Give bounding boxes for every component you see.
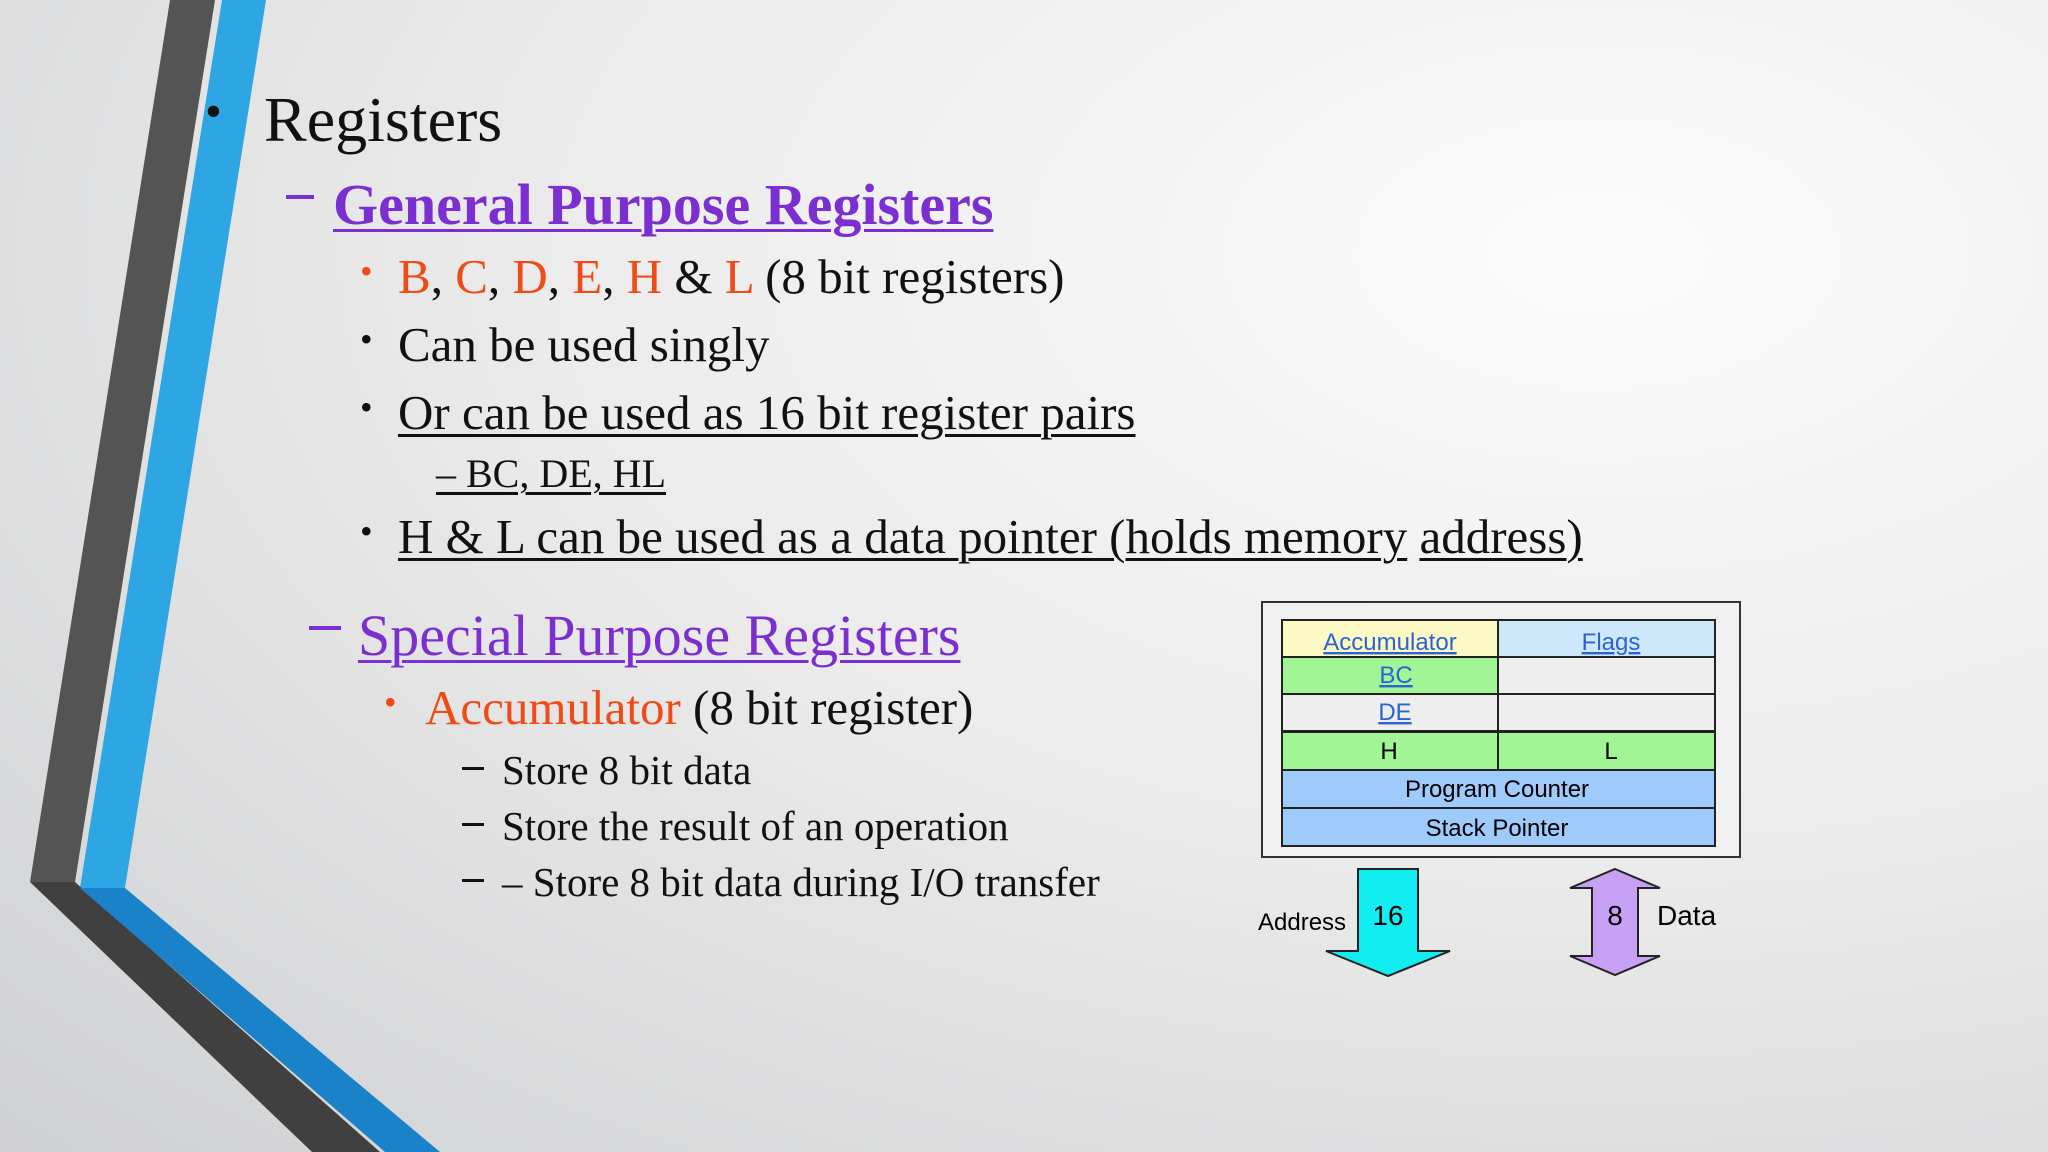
- flags-link[interactable]: Flags: [1582, 629, 1641, 656]
- l-label: L: [1604, 738, 1617, 765]
- gpr-heading: General Purpose Registers: [333, 172, 994, 237]
- dash-marker: [462, 823, 484, 826]
- de-link[interactable]: DE: [1378, 699, 1411, 726]
- program-counter-label: Program Counter: [1405, 776, 1589, 803]
- bc-link[interactable]: BC: [1379, 662, 1412, 689]
- register-name: B: [398, 249, 431, 304]
- h-cell: [1281, 731, 1499, 771]
- dash-marker: [286, 195, 314, 199]
- bullet-dot: •: [205, 85, 222, 138]
- accumulator-link[interactable]: Accumulator: [1323, 629, 1456, 656]
- spr-accumulator-line: Accumulator (8 bit register): [425, 680, 974, 735]
- register-diagram: Accumulator Flags BC DE H L Program Coun…: [1258, 601, 1741, 978]
- bc-empty-cell: [1497, 656, 1716, 695]
- h-label: H: [1380, 738, 1397, 765]
- register-name: D: [512, 249, 548, 304]
- dash-marker: [309, 626, 341, 630]
- gpr-singly: Can be used singly: [398, 317, 770, 372]
- bullet-dot: •: [360, 251, 373, 291]
- address-bus-arrow: [1325, 868, 1451, 978]
- register-name: E: [572, 249, 603, 304]
- register-name: L: [724, 249, 753, 304]
- gpr-pairs-list: – BC, DE, HL: [436, 451, 666, 496]
- slide-title: Registers: [264, 84, 503, 155]
- register-size-note: (8 bit registers): [765, 249, 1065, 304]
- dash-marker: [462, 767, 484, 770]
- register-name: H: [626, 249, 663, 304]
- spr-item: – Store 8 bit data during I/O transfer: [502, 859, 1100, 905]
- address-bus-label: Address: [1258, 909, 1346, 936]
- gpr-register-names: B, C, D, E, H & L (8 bit registers): [398, 249, 1065, 304]
- bullet-dot: •: [360, 511, 373, 551]
- flags-cell: [1497, 619, 1716, 658]
- bullet-dot: •: [360, 387, 373, 427]
- accumulator-label: Accumulator: [425, 680, 681, 735]
- stack-pointer-cell: [1281, 807, 1716, 847]
- register-name: C: [455, 249, 488, 304]
- data-bus-label: Data: [1657, 900, 1717, 931]
- de-empty-cell: [1497, 693, 1716, 732]
- l-cell: [1497, 731, 1716, 771]
- bullet-dot: •: [384, 682, 397, 722]
- program-counter-cell: [1281, 769, 1716, 809]
- stack-pointer-label: Stack Pointer: [1426, 815, 1569, 842]
- data-bus-width: 8: [1607, 900, 1623, 931]
- address-bus-width: 16: [1372, 900, 1403, 931]
- spr-item: Store the result of an operation: [502, 803, 1009, 849]
- spr-item: Store 8 bit data: [502, 747, 752, 793]
- spr-heading: Special Purpose Registers: [358, 603, 961, 668]
- gpr-pairs: Or can be used as 16 bit register pairs: [398, 385, 1136, 440]
- bullet-dot: •: [360, 319, 373, 359]
- gpr-pointer: H & L can be used as a data pointer (hol…: [398, 509, 1583, 564]
- dash-marker: [462, 879, 484, 882]
- data-bus-arrow: [1569, 867, 1661, 977]
